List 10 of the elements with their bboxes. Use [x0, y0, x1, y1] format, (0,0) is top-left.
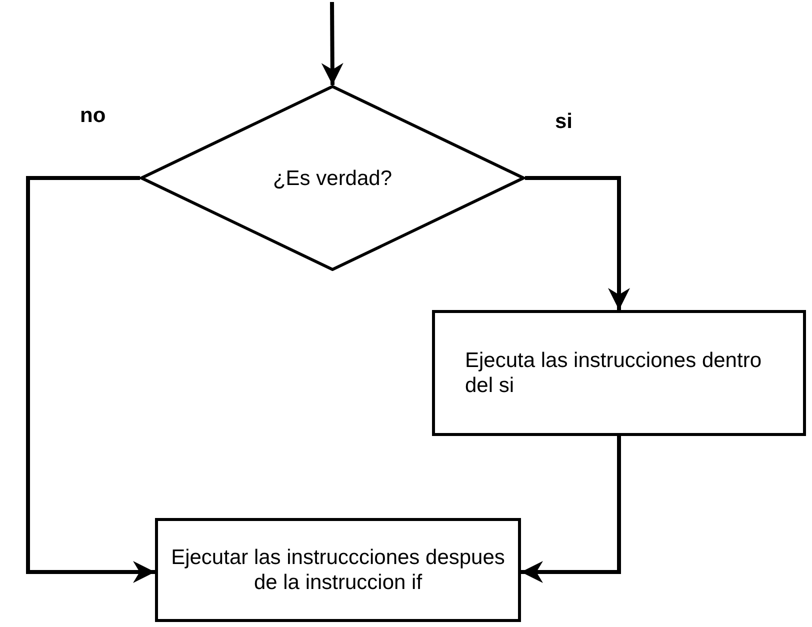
arrow	[521, 436, 621, 583]
process-text: Ejecuta las instrucciones dentro del si	[465, 348, 762, 398]
decision-text: ¿Es verdad?	[272, 166, 392, 190]
arrow	[321, 2, 344, 86]
arrow	[525, 176, 630, 310]
process-text: Ejecutar las instruccciones despues de la instruccion if	[170, 545, 506, 595]
arrow	[26, 176, 155, 583]
process-box	[155, 518, 521, 622]
decision-diamond	[140, 85, 525, 271]
process-box	[432, 310, 806, 436]
